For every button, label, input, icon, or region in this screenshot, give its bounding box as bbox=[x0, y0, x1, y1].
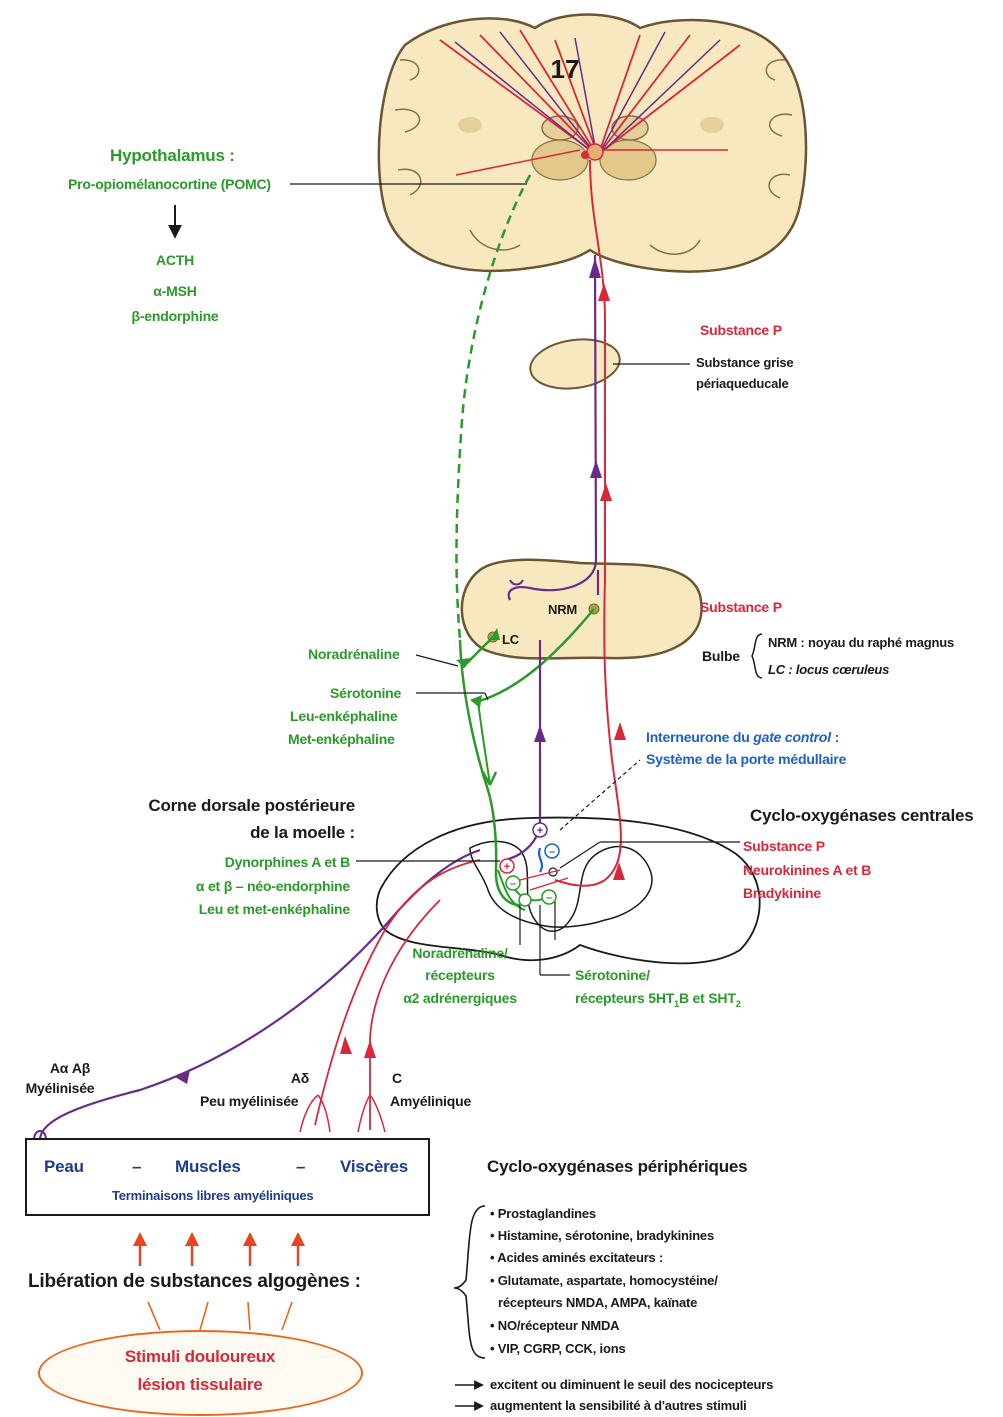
bulbe-substance-p: Substance P bbox=[700, 599, 782, 616]
spinal-cord-section bbox=[377, 818, 760, 964]
tissue-box bbox=[25, 1138, 430, 1216]
pag-substance-p: Substance P bbox=[700, 322, 782, 339]
leu-met-enkephaline-label: Leu et met-enképhaline bbox=[130, 901, 350, 918]
tissue-dash-1: – bbox=[132, 1156, 141, 1177]
page-number: 17 bbox=[551, 54, 580, 84]
peripheral-cox-title: Cyclo-oxygénases périphériques bbox=[487, 1156, 747, 1177]
periaqueductal-grey bbox=[527, 334, 623, 394]
pag-label-line2: périaqueducale bbox=[696, 376, 789, 392]
medulla-bulbe bbox=[462, 560, 702, 659]
tissue-dash-2: – bbox=[296, 1156, 305, 1177]
hypothalamus-title: Hypothalamus : bbox=[110, 145, 235, 166]
nor-receptor-line3: α2 adrénergiques bbox=[385, 990, 535, 1007]
fiber-aa-label: Aα Aβ bbox=[35, 1060, 105, 1077]
dynorphines-label: Dynorphines A et B bbox=[150, 854, 350, 871]
peripheral-item-6: • NO/récepteur NMDA bbox=[490, 1318, 619, 1334]
dorsal-horn-title-line1: Corne dorsale postérieure bbox=[100, 795, 355, 816]
terminaisons-label: Terminaisons libres amyéliniques bbox=[112, 1188, 313, 1204]
stimuli-ellipse bbox=[38, 1330, 363, 1416]
peripheral-item-2: • Histamine, sérotonine, bradykinines bbox=[490, 1228, 714, 1244]
svg-text:–: – bbox=[549, 846, 555, 858]
acth-label: ACTH bbox=[125, 252, 225, 269]
peripheral-item-7: • VIP, CGRP, CCK, ions bbox=[490, 1341, 625, 1357]
svg-text:–: – bbox=[546, 892, 552, 904]
lc-tag: LC bbox=[502, 632, 519, 648]
release-arrows bbox=[133, 1232, 305, 1266]
nor-receptor-line1: Noradrénaline/ bbox=[395, 945, 525, 962]
sero-receptor-line1: Sérotonine/ bbox=[575, 967, 650, 984]
peripheral-item-1: • Prostaglandines bbox=[490, 1206, 596, 1222]
serotonine-label: Sérotonine bbox=[330, 685, 401, 702]
msh-label: α-MSH bbox=[125, 283, 225, 300]
stimuli-line2: lésion tissulaire bbox=[80, 1374, 320, 1395]
peripheral-item-4: • Glutamate, aspartate, homocystéine/ bbox=[490, 1273, 718, 1289]
fiber-aa-myelin: Myélinisée bbox=[10, 1080, 110, 1097]
tissue-muscles: Muscles bbox=[175, 1156, 241, 1177]
brain-outline bbox=[379, 15, 806, 272]
nor-receptor-line2: récepteurs bbox=[395, 967, 525, 984]
beta-endorphine-label: β-endorphine bbox=[115, 308, 235, 325]
tissue-peau: Peau bbox=[44, 1156, 84, 1177]
bulbe-title: Bulbe bbox=[702, 648, 740, 665]
legend-line2: augmentent la sensibilité à d'autres sti… bbox=[490, 1398, 747, 1414]
stimuli-line1: Stimuli douloureux bbox=[80, 1346, 320, 1367]
noradrenaline-label: Noradrénaline bbox=[308, 646, 400, 663]
central-substance-p: Substance P bbox=[743, 838, 825, 855]
ascending-red-pathway bbox=[555, 160, 621, 886]
legend-line1: excitent ou diminuent le seuil des nocic… bbox=[490, 1377, 773, 1393]
central-cox-title: Cyclo-oxygénases centrales bbox=[750, 805, 973, 826]
tissue-visceres: Viscères bbox=[340, 1156, 408, 1177]
interneurone-line2: Système de la porte médullaire bbox=[646, 751, 846, 768]
brain-section bbox=[379, 15, 806, 272]
liberation-title: Libération de substances algogènes : bbox=[28, 1270, 361, 1294]
fiber-c-myelin: Amyélinique bbox=[390, 1093, 471, 1110]
bradykinine-label: Bradykinine bbox=[743, 885, 821, 902]
nrm-tag: NRM bbox=[548, 602, 577, 618]
neurokinines-label: Neurokinines A et B bbox=[743, 862, 871, 879]
met-enkephaline-label: Met-enképhaline bbox=[288, 731, 395, 748]
nrm-definition: NRM : noyau du raphé magnus bbox=[768, 635, 954, 651]
fiber-c-label: C bbox=[392, 1070, 402, 1087]
lc-definition: LC : locus cœruleus bbox=[768, 662, 889, 678]
pomc-label: Pro-opiomélanocortine (POMC) bbox=[68, 176, 271, 193]
fiber-ad-myelin: Peu myélinisée bbox=[200, 1093, 298, 1110]
leu-enkephaline-label: Leu-enképhaline bbox=[290, 708, 397, 725]
svg-text:–: – bbox=[510, 878, 516, 890]
pag-label-line1: Substance grise bbox=[696, 355, 793, 371]
peripheral-item-3: • Acides aminés excitateurs : bbox=[490, 1250, 663, 1266]
neo-endorphine-label: α et β – néo-endorphine bbox=[130, 878, 350, 895]
interneurone-line1: Interneurone du gate control : bbox=[646, 729, 839, 746]
sero-receptor-line2: récepteurs 5HT1B et SHT2 bbox=[575, 990, 741, 1013]
fiber-ad-label: Aδ bbox=[270, 1070, 330, 1087]
svg-text:+: + bbox=[504, 861, 510, 873]
peripheral-item-5: récepteurs NMDA, AMPA, kaïnate bbox=[498, 1295, 697, 1311]
svg-text:+: + bbox=[537, 825, 543, 837]
dorsal-horn-title-line2: de la moelle : bbox=[100, 822, 355, 843]
